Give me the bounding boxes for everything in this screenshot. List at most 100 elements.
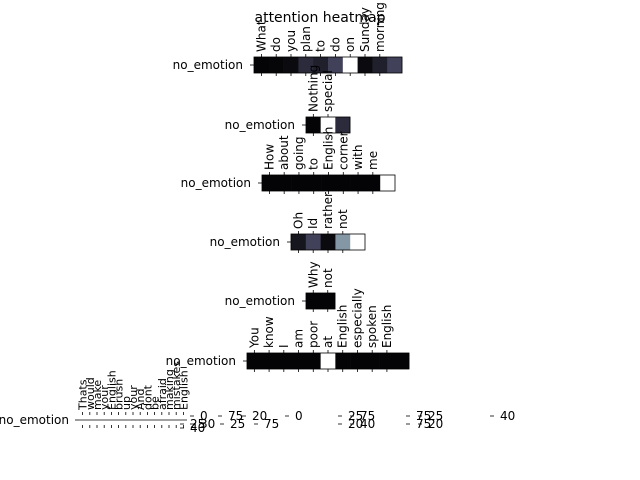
colorbar-tick-label: 0 [295, 409, 303, 423]
token-label: am [292, 329, 306, 348]
colorbar-tick-label: 20 [252, 409, 267, 423]
heatmap-cell [379, 353, 395, 369]
heatmap-cell [291, 353, 307, 369]
token-label: do [328, 37, 342, 52]
heatmap-cell [306, 117, 321, 133]
colorbar-tick-label: 20 [348, 417, 363, 431]
chart-title: attention heatmap [255, 10, 386, 26]
colorbar-tick-label: 30 [200, 417, 215, 431]
heatmap-cell [320, 293, 336, 309]
token-label: brush [113, 379, 126, 410]
colorbar-tick-label: 75 [416, 409, 431, 423]
heatmap-cell [291, 175, 307, 191]
token-label: do [269, 37, 283, 52]
token-label: not [336, 209, 350, 229]
heatmap-cell [320, 353, 336, 369]
token-label: spoken [365, 305, 379, 348]
heatmap-cell [335, 234, 351, 250]
token-label: English [105, 370, 118, 410]
token-label: Sunday [358, 7, 372, 52]
token-label: up [120, 396, 133, 410]
token-label: your [127, 385, 140, 410]
token-label: English [380, 305, 394, 348]
row-label: no_emotion [166, 354, 236, 368]
row-label: no_emotion [225, 294, 295, 308]
heatmap-cell [276, 353, 292, 369]
colorbar-tick-label: 75 [360, 409, 375, 423]
colorbar-tick-label: 25 [190, 417, 205, 431]
token-label: dont [141, 384, 154, 410]
token-label: afraid [156, 378, 169, 410]
token-label: on [343, 37, 357, 52]
heatmap-cell [320, 117, 336, 133]
token-label: with [351, 145, 365, 170]
token-label: especially [351, 288, 365, 348]
heatmap-cell [335, 353, 351, 369]
token-label: How [262, 144, 276, 170]
heatmap-cell [254, 57, 270, 73]
token-label: you [284, 30, 298, 52]
colorbar-tick-label: 40 [500, 409, 515, 423]
token-label: know [262, 316, 276, 348]
heatmap-cell [313, 57, 329, 73]
heatmap-cell [387, 57, 403, 73]
colorbar-tick-label: 20 [428, 417, 443, 431]
heatmap-cell [364, 353, 380, 369]
token-label: to [314, 40, 328, 52]
colorbar-tick-label: 0 [200, 409, 208, 423]
heatmap-cell [335, 117, 351, 133]
heatmap-cell [335, 175, 351, 191]
row-label: no_emotion [225, 118, 295, 132]
token-label: Thats [77, 379, 90, 411]
heatmap-cell [261, 353, 277, 369]
heatmap-cell [350, 234, 366, 250]
token-label: not [321, 268, 335, 288]
token-label: about [277, 135, 291, 170]
token-label: plan [299, 26, 313, 52]
token-label: Id [306, 218, 320, 229]
heatmap-cell [380, 175, 396, 191]
heatmap-cell [350, 175, 366, 191]
token-label: morning [373, 2, 387, 52]
colorbar-tick-label: 25 [428, 409, 443, 423]
token-label: rather [321, 192, 335, 229]
heatmap-cell [262, 175, 278, 191]
colorbar-tick-label: 25 [348, 409, 363, 423]
heatmap-cell [342, 57, 358, 73]
colorbar-tick-label: 40 [190, 421, 205, 435]
heatmap-cell [298, 57, 314, 73]
token-label: Why [306, 261, 320, 288]
token-label: would [84, 377, 97, 410]
token-label: corner [336, 131, 350, 170]
token-label: What [254, 20, 268, 52]
heatmap-cell [328, 57, 344, 73]
token-label: to [307, 158, 321, 170]
token-label: English [336, 305, 350, 348]
heatmap-cell [372, 57, 388, 73]
token-label: I [277, 344, 291, 348]
token-label: poor [306, 321, 320, 348]
heatmap-row-7: no_emotionThatswouldmakeyourEnglishbrush… [0, 361, 190, 428]
heatmap-cell [268, 57, 284, 73]
heatmap-cell [305, 353, 321, 369]
heatmap-cell [247, 353, 263, 369]
token-label: English [322, 127, 336, 170]
token-label: your [98, 385, 111, 410]
colorbar-tick-label: 75 [264, 417, 279, 431]
heatmap-cell [306, 175, 322, 191]
token-label: going [292, 136, 306, 170]
token-label: Oh [291, 212, 305, 229]
colorbar-tick-label: 75 [416, 417, 431, 431]
token-label: Nothing [306, 65, 320, 112]
heatmap-cell [321, 175, 337, 191]
token-label: special [321, 70, 335, 112]
token-label: me [366, 151, 380, 170]
